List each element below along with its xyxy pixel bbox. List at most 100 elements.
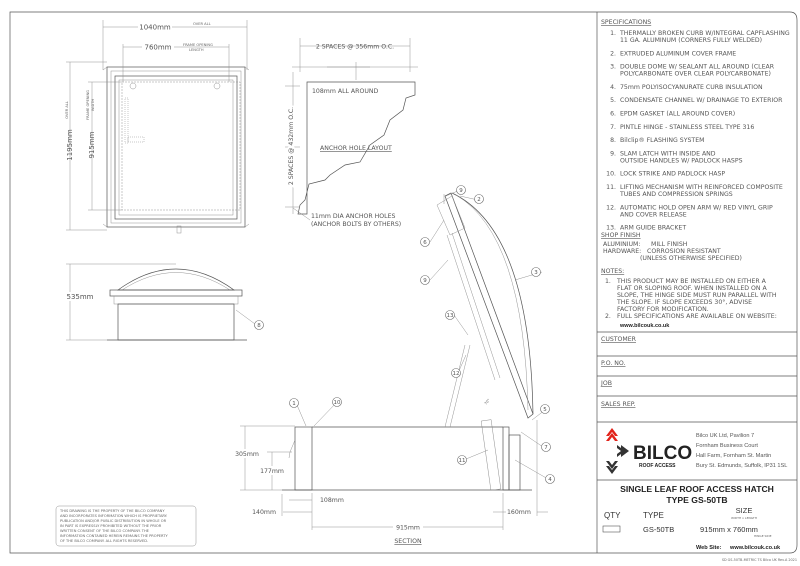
callout-4: 4: [545, 474, 555, 484]
svg-text:WRITTEN CONSENT OF THE BILCO C: WRITTEN CONSENT OF THE BILCO COMPANY. TH…: [60, 529, 150, 533]
svg-text:9: 9: [423, 278, 427, 284]
callout-1: 1: [289, 398, 299, 408]
dim-overall-width-note: OVER ALL: [193, 22, 211, 26]
spec-item-text: ARM GUIDE BRACKET: [620, 225, 686, 232]
svg-text:OF THE BILCO COMPANY. ALL RIGH: OF THE BILCO COMPANY. ALL RIGHTS RESERVE…: [60, 539, 148, 543]
svg-text:AND INCORPORATES INFORMATION W: AND INCORPORATES INFORMATION WHICH IS PR…: [60, 514, 168, 518]
order-fields: CUSTOMER P.O. NO. JOB SALES REP.: [597, 331, 797, 423]
dim-section-height: 305mm: [235, 451, 259, 458]
callout-6: 6: [420, 237, 430, 247]
spec-item-text: 75mm POLYISOCYANURATE CURB INSULATION: [620, 84, 763, 91]
svg-text:Fornham Business Court: Fornham Business Court: [696, 443, 758, 449]
spec-item-text: CONDENSATE CHANNEL W/ DRAINAGE TO EXTERI…: [620, 97, 783, 104]
svg-text:CORROSION RESISTANT: CORROSION RESISTANT: [647, 248, 721, 255]
callout-2: 2: [474, 194, 484, 204]
svg-text:FACTORY FOR MODIFICATION.: FACTORY FOR MODIFICATION.: [617, 306, 709, 313]
svg-text:QTY: QTY: [604, 511, 621, 520]
dim-frame-width-note2: WIDTH: [91, 99, 95, 112]
svg-text:SLOPE, THE HINGE SIDE MUST RUN: SLOPE, THE HINGE SIDE MUST RUN PARALLEL …: [617, 292, 777, 299]
spec-number: 7.: [610, 124, 616, 131]
callout-9: 9: [420, 275, 430, 285]
svg-text:BILCO: BILCO: [633, 443, 692, 464]
spec-item-text: AUTOMATIC HOLD OPEN ARM W/ RED VINYL GRI…: [620, 204, 773, 211]
svg-text:13: 13: [447, 313, 454, 319]
callout-7: 7: [541, 442, 551, 452]
footer-code: SD GS-50TB-METRIC TS Bilco UK Rev.A 2021: [722, 558, 797, 562]
svg-text:3: 3: [534, 270, 538, 276]
dim-insulation: 177mm: [260, 468, 284, 475]
shop-finish-title: SHOP FINISH: [601, 232, 641, 239]
spec-number: 9.: [610, 150, 616, 157]
svg-text:GS-50TB: GS-50TB: [643, 525, 674, 534]
spec-item-text: POLYCARBONATE OVER CLEAR POLYCARBONATE): [620, 71, 771, 78]
shop-finish: SHOP FINISH ALUMINIUM: MILL FINISH HARDW…: [601, 232, 742, 262]
svg-text:MILL FINISH: MILL FINISH: [651, 241, 688, 248]
field-job: JOB: [600, 380, 612, 387]
dim-frame-length: 760mm: [145, 44, 172, 52]
spec-item-text: DOUBLE DOME W/ SEALANT ALL AROUND (CLEAR: [620, 64, 775, 71]
spec-number: 8.: [610, 137, 616, 144]
svg-text:9: 9: [459, 188, 463, 194]
anchor-hole-layout: 2 SPACES @ 356mm O.C. 108mm ALL AROUND A…: [285, 38, 418, 228]
callout-5: 5: [540, 404, 550, 414]
svg-text:THIS PRODUCT MAY BE INSTALLED: THIS PRODUCT MAY BE INSTALLED ON EITHER …: [616, 278, 767, 285]
spec-number: 6.: [610, 111, 616, 118]
anchor-holes-line2: (ANCHOR BOLTS BY OTHERS): [311, 221, 401, 228]
svg-text:Web Site:: Web Site:: [696, 545, 722, 551]
qty-box[interactable]: [602, 525, 621, 533]
spec-number: 12.: [606, 204, 616, 211]
dim-overall-height: 1195mm: [66, 129, 74, 161]
disclaimer-box: THIS DRAWING IS THE PROPERTY OF THE BILC…: [55, 505, 197, 547]
product-type-title: TYPE GS-50TB: [666, 495, 727, 505]
spec-item-text: PINTLE HINGE - STAINLESS STEEL TYPE 316: [620, 124, 754, 131]
svg-text:1: 1: [292, 401, 296, 407]
anchor-spaces-horizontal: 2 SPACES @ 356mm O.C.: [316, 43, 394, 51]
dim-frame-width-note1: FRAME OPENING: [86, 90, 90, 120]
sheet-border: [9, 11, 798, 554]
svg-text:TYPE: TYPE: [643, 511, 664, 520]
dim-side-height: 535mm: [67, 293, 94, 301]
field-sales-rep: SALES REP.: [601, 401, 636, 408]
spec-item-text: LOCK STRIKE AND PADLOCK HASP: [620, 171, 725, 178]
spec-item-text: AND COVER RELEASE: [620, 211, 687, 218]
product-title: SINGLE LEAF ROOF ACCESS HATCH: [620, 484, 774, 494]
dim-left-flange: 140mm: [252, 509, 276, 516]
notes: NOTES: 1. THIS PRODUCT MAY BE INSTALLED …: [601, 268, 777, 329]
dim-curb: 108mm: [320, 497, 344, 504]
specifications-title: SPECIFICATIONS: [601, 19, 651, 26]
section-angle: 70°: [484, 398, 491, 406]
dim-overall-width: 1040mm: [139, 24, 171, 32]
spec-item-text: LIFTING MECHANISM WITH REINFORCED COMPOS…: [620, 184, 783, 191]
anchor-all-around: 108mm ALL AROUND: [312, 88, 378, 95]
notes-website-link[interactable]: www.bilcouk.co.uk: [619, 323, 670, 329]
bilco-logo: BILCO ROOF ACCESS: [606, 428, 692, 474]
website-link[interactable]: www.bilcouk.co.uk: [729, 545, 781, 551]
svg-text:THIS DRAWING IS THE PROPERTY O: THIS DRAWING IS THE PROPERTY OF THE BILC…: [59, 509, 165, 513]
top-view: 1040mm OVER ALL 760mm FRAME OPENING LENG…: [65, 20, 250, 234]
svg-text:ROOF ACCESS: ROOF ACCESS: [639, 463, 676, 469]
svg-text:PUBLICATION AND/OR PUBLIC DIST: PUBLICATION AND/OR PUBLIC DISTRIBUTION I…: [60, 519, 167, 523]
svg-text:1.: 1.: [605, 278, 611, 285]
svg-text:Bury St. Edmunds, Suffolk, IP3: Bury St. Edmunds, Suffolk, IP31 1SL: [696, 463, 787, 469]
spec-number: 10.: [606, 171, 616, 178]
svg-text:11: 11: [459, 458, 466, 464]
side-view: 535mm 8: [64, 263, 264, 341]
svg-text:8: 8: [257, 323, 261, 329]
spec-item-text: SLAM LATCH WITH INSIDE AND: [620, 150, 716, 157]
callout-10: 10: [332, 397, 342, 407]
svg-text:915mm x 760mm: 915mm x 760mm: [700, 525, 758, 534]
spec-item-text: EXTRUDED ALUMINUM COVER FRAME: [620, 50, 736, 57]
dim-right-flange: 160mm: [507, 509, 531, 516]
dim-overall-height-note: OVER ALL: [65, 101, 69, 119]
spec-item-text: THERMALLY BROKEN CURB W/INTEGRAL CAPFLAS…: [619, 30, 790, 37]
section-title: SECTION: [394, 538, 422, 545]
dim-frame-length-note1: FRAME OPENING: [183, 43, 213, 47]
dim-frame-width: 915mm: [88, 131, 96, 158]
svg-text:IN PART IS EXPRESSLY PROHIBITE: IN PART IS EXPRESSLY PROHIBITED WITHOUT …: [60, 524, 162, 528]
spec-number: 2.: [610, 50, 616, 57]
notes-title: NOTES:: [601, 268, 624, 275]
anchor-spaces-vertical: 2 SPACES @ 432mm O.C.: [287, 107, 295, 185]
svg-text:2.: 2.: [605, 313, 611, 320]
